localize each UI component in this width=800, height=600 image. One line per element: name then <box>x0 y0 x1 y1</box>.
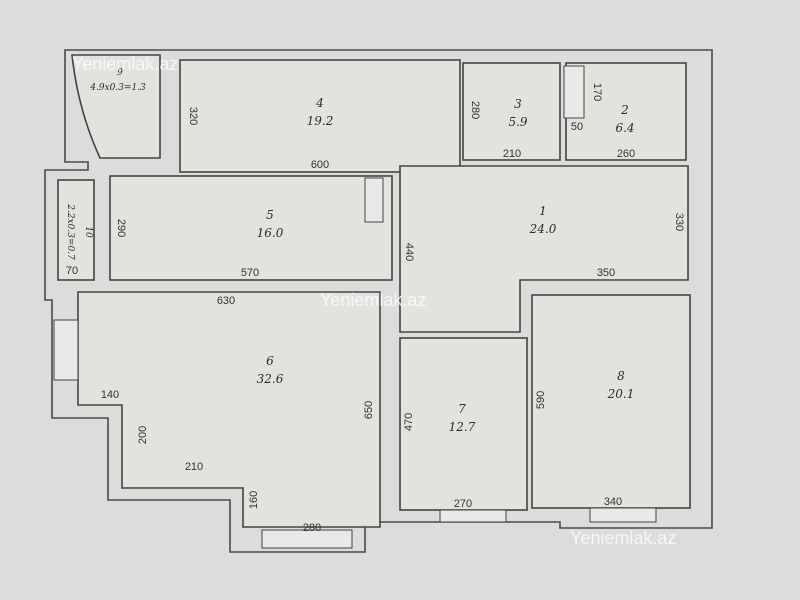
dim-label: 170 <box>591 83 603 101</box>
shaft-2 <box>364 177 384 223</box>
dim-label: 590 <box>535 391 547 409</box>
window <box>589 507 657 523</box>
room-1-area: 24.0 <box>529 222 557 236</box>
dim-label: 70 <box>66 265 78 277</box>
dim-label: 570 <box>241 267 259 279</box>
dim-label: 440 <box>403 243 415 261</box>
room-9-area: 4.9x0.3=1.3 <box>89 83 146 93</box>
dimension-labels: 320 600 280 210 170 50 260 290 570 440 3… <box>66 83 685 534</box>
room-2-number: 2 <box>620 103 629 117</box>
room-4-number: 4 <box>315 96 324 110</box>
room-4 <box>179 59 461 173</box>
room-7-area: 12.7 <box>449 420 476 434</box>
dim-label: 600 <box>311 159 329 171</box>
watermark: Yeniemlak.az <box>570 528 676 548</box>
room-6-number: 6 <box>266 354 274 368</box>
room-2 <box>565 62 687 161</box>
dim-label: 650 <box>363 401 375 419</box>
balcony-10 <box>57 179 95 281</box>
dim-label: 160 <box>248 491 260 509</box>
room-3-area: 5.9 <box>508 115 527 129</box>
room-8-area: 20.1 <box>607 387 635 401</box>
room-2-area: 6.4 <box>615 121 634 135</box>
balcony-9 <box>71 54 161 159</box>
watermark: Yeniemlak.az <box>72 54 178 74</box>
dim-label: 280 <box>469 101 481 119</box>
room-labels: 1 24.0 2 6.4 3 5.9 4 19.2 5 16.0 6 32.6 … <box>65 68 635 434</box>
room-1 <box>399 165 689 333</box>
window <box>439 509 507 523</box>
dim-label: 320 <box>187 107 199 125</box>
room-8-number: 8 <box>617 369 625 383</box>
dim-label: 470 <box>403 413 415 431</box>
dim-label: 200 <box>137 426 149 444</box>
room-4-area: 19.2 <box>307 114 334 128</box>
room-5-area: 16.0 <box>257 226 284 240</box>
dim-label: 340 <box>604 496 622 508</box>
room-3-number: 3 <box>514 97 522 111</box>
watermark: Yeniemlak.az <box>320 290 426 310</box>
room-10-area: 2.2x0.3=0.7 <box>65 203 75 260</box>
window <box>261 529 353 549</box>
dim-label: 270 <box>454 498 472 510</box>
dim-label: 630 <box>217 295 235 307</box>
dim-label: 280 <box>303 522 321 534</box>
shaft <box>563 65 585 119</box>
room-5-number: 5 <box>266 208 274 222</box>
dim-label: 330 <box>673 213 685 231</box>
room-3 <box>462 62 561 161</box>
room-7 <box>399 337 528 511</box>
room-1-number: 1 <box>539 204 547 218</box>
outer-wall <box>44 49 713 553</box>
dim-label: 50 <box>571 121 583 133</box>
dim-label: 210 <box>503 148 521 160</box>
dim-label: 210 <box>185 461 203 473</box>
room-5 <box>109 175 393 281</box>
room-6 <box>77 291 381 528</box>
dim-label: 350 <box>597 267 615 279</box>
window <box>53 319 79 381</box>
dim-label: 290 <box>115 219 127 237</box>
room-7-number: 7 <box>458 402 466 416</box>
room-10-number: 10 <box>83 226 93 238</box>
dim-label: 140 <box>101 389 119 401</box>
dim-label: 260 <box>617 148 635 160</box>
room-6-area: 32.6 <box>257 372 284 386</box>
room-8 <box>531 294 691 509</box>
room-9-number: 9 <box>117 68 123 78</box>
